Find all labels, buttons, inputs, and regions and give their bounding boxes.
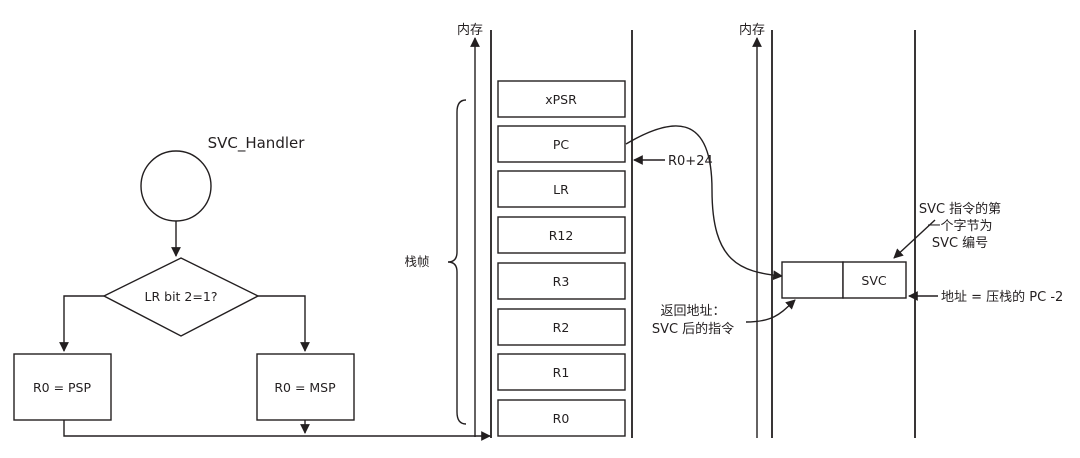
pc-offset-label: R0+24 [668, 154, 713, 169]
address-label: 地址 = 压栈的 PC -2 [941, 289, 1063, 305]
svc-note-line-2: 一个字节为 [927, 219, 992, 234]
svc-note-line-1: SVC 指令的第 [919, 201, 1001, 217]
stack-cell-label: R3 [553, 274, 570, 289]
stack-frame: xPSR PC LR R12 R3 R2 R1 R0 [497, 80, 626, 437]
msp-label: R0 = MSP [274, 380, 336, 395]
memory-label-1: 内存 [457, 22, 483, 38]
psp-label: R0 = PSP [33, 380, 92, 395]
stack-cell-label: R12 [549, 228, 574, 243]
stack-cell-label: R0 [553, 411, 570, 426]
next-instruction-cell [781, 261, 844, 299]
stack-cell-label: PC [553, 137, 570, 152]
stack-cell [497, 170, 626, 208]
decision-yes-arrow [59, 295, 104, 352]
msp-box [256, 353, 355, 421]
stack-cell [497, 80, 626, 118]
stack-cell [497, 399, 626, 437]
svc-note-arrow [893, 219, 936, 259]
stack-cell [497, 353, 626, 391]
stack-cell [497, 216, 626, 254]
svc-cell-label: SVC [861, 273, 886, 288]
stack-cell-label: R1 [553, 365, 570, 380]
decision-no-arrow [258, 295, 310, 352]
frame-brace [447, 99, 467, 425]
stack-cell [497, 262, 626, 300]
return-note-line-2: SVC 后的指令 [652, 321, 734, 337]
stack-cell-label: LR [553, 182, 569, 197]
stack-cell [497, 308, 626, 346]
svc-cell [842, 261, 907, 299]
decision-label: LR bit 2=1? [145, 289, 218, 304]
stack-cell [497, 125, 626, 163]
pc-to-instruction-curve [625, 125, 783, 281]
flow-to-stack-arrow [63, 420, 491, 441]
stack-cell-label: xPSR [545, 92, 577, 107]
svc-note-line-3: SVC 编号 [932, 236, 988, 251]
frame-label: 栈帧 [404, 254, 429, 269]
handler-title: SVC_Handler [208, 134, 306, 153]
start-node [140, 150, 212, 222]
return-note-line-1: 返回地址： [660, 304, 725, 319]
memory-label-2: 内存 [739, 22, 765, 38]
return-note-arrow [745, 299, 796, 323]
psp-box [13, 353, 112, 421]
stack-cell-label: R2 [553, 320, 570, 335]
